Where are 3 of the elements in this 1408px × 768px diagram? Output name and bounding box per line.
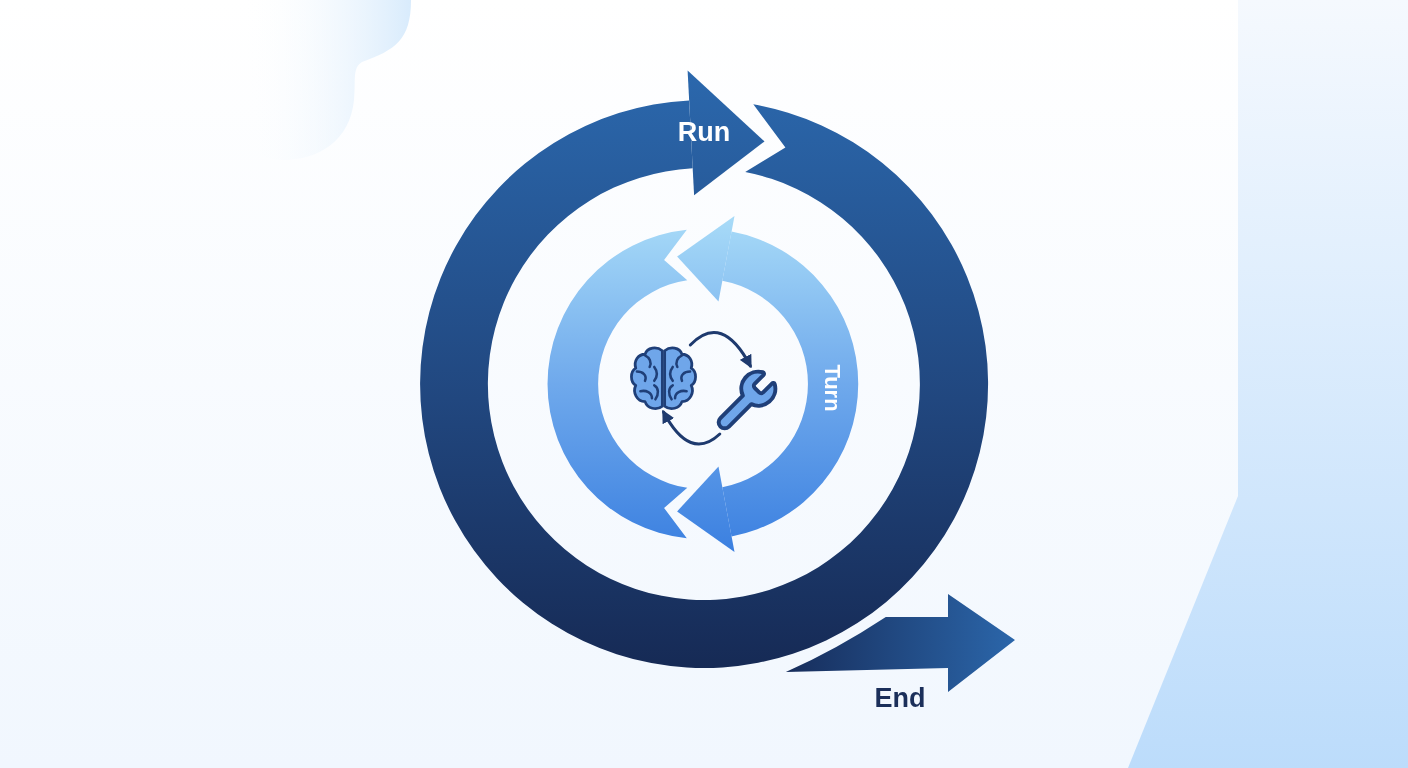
edge-label: End [874,684,926,712]
block-arrow [785,594,1015,692]
loop-label: Run [677,118,731,146]
